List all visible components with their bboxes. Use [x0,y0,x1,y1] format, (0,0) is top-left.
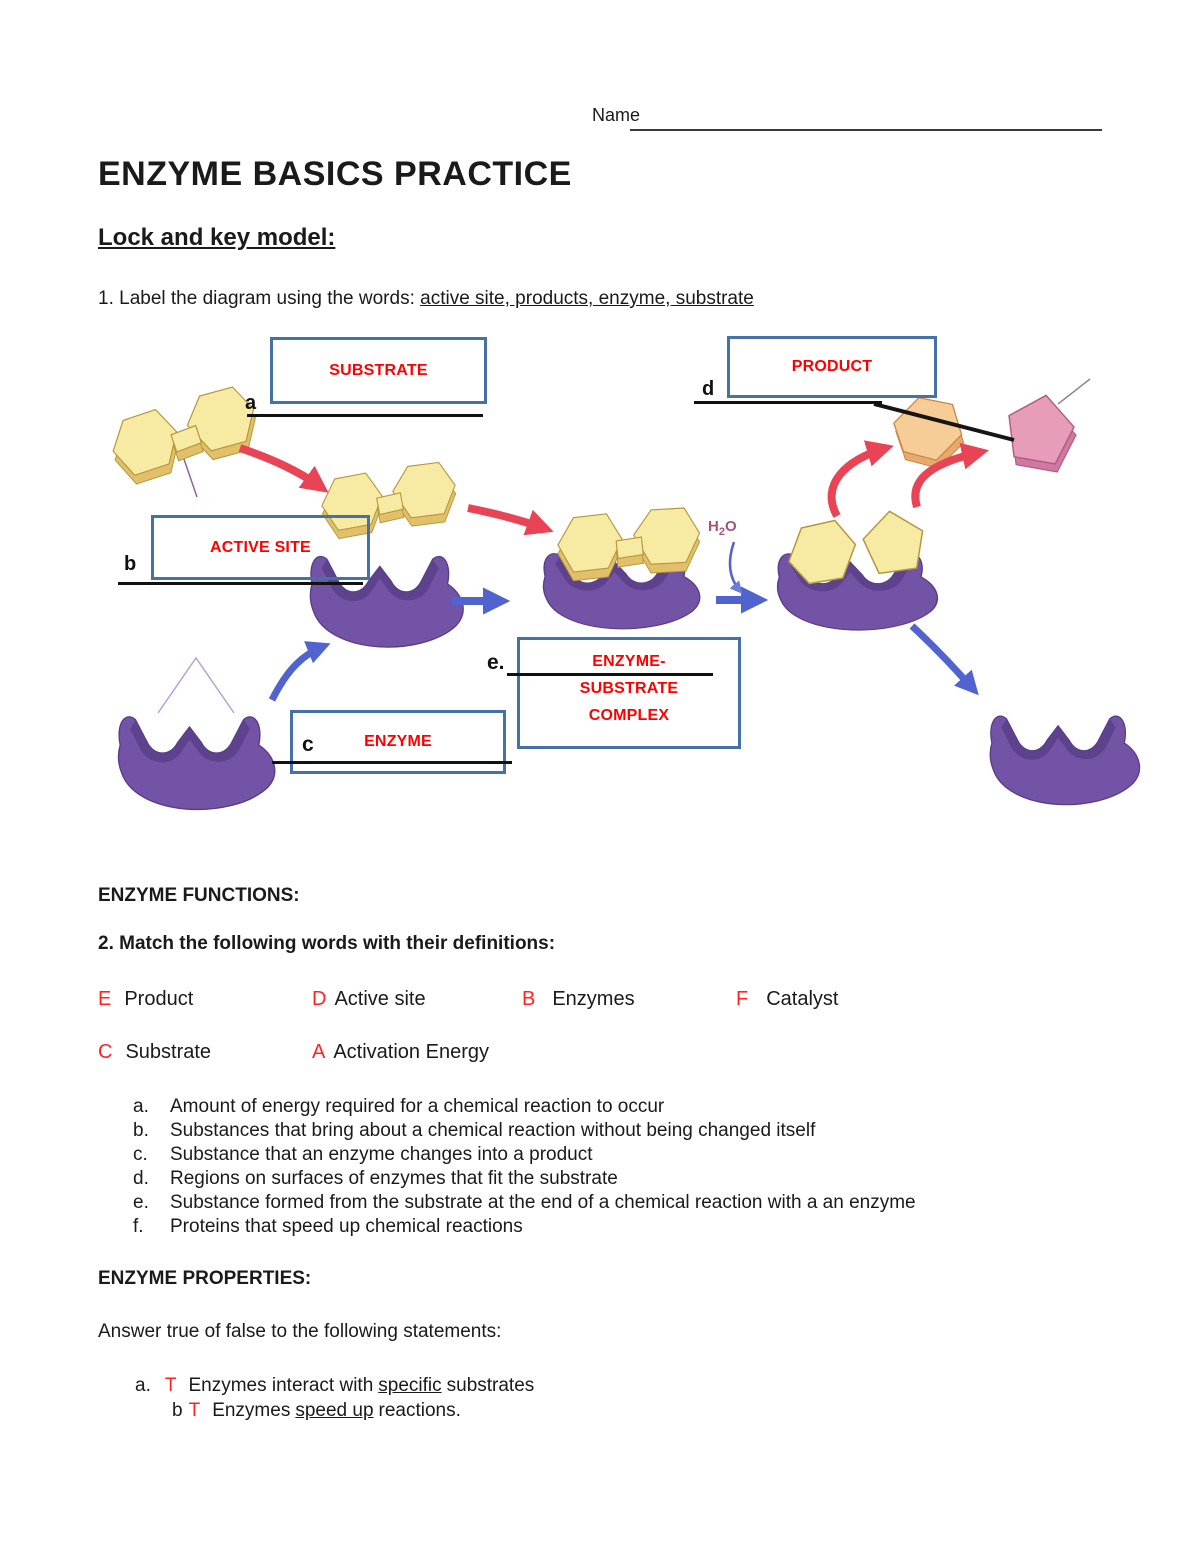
question-1-text: 1. Label the diagram using the words: [98,288,421,309]
product-hexagon [885,388,973,476]
match-term: Enzymes [552,988,635,1010]
statement-underlined-word: specific [378,1375,442,1396]
blank-letter-b: b [124,553,137,575]
label-box-substrate: SUBSTRATE [270,337,487,404]
match-answer: F [736,988,749,1010]
statement-text: Enzymes [212,1400,291,1421]
definition-letter: f. [133,1216,144,1237]
definition-a: a. Amount of energy required for a chemic… [133,1096,664,1118]
water-label: H2O [708,518,737,538]
page-title: ENZYME BASICS PRACTICE [98,155,572,193]
match-product: E Product [98,988,193,1011]
statement-text: reactions. [378,1400,461,1421]
name-blank-line [630,129,1102,131]
pointer-lines [157,656,235,714]
definition-text: Proteins that speed up chemical reaction… [170,1216,523,1237]
progression-arrows-blue [268,541,979,702]
definition-letter: e. [133,1192,149,1213]
enzyme-shape [989,715,1141,806]
complex-label-line2: SUBSTRATE [579,680,679,697]
question-1-word-bank: active site, products, enzyme, substrate [420,288,754,309]
lock-and-key-diagram [104,378,1141,811]
statement-text: Enzymes interact with [188,1375,374,1396]
substrate-molecule [104,383,265,489]
water-subscript: 2 [718,526,725,538]
match-term: Product [124,988,194,1010]
match-answer: C [98,1041,113,1063]
definition-d: d. Regions on surfaces of enzymes that fi… [133,1168,618,1190]
definition-letter: a. [133,1096,149,1117]
bound-substrate [557,507,701,582]
match-term: Active site [334,988,426,1010]
label-box-product: PRODUCT [727,336,937,398]
blank-line-c [272,761,512,764]
blank-line-b [118,582,363,585]
match-term: Catalyst [766,988,839,1010]
name-label: Name [592,105,641,125]
definition-text: Substance that an enzyme changes into a … [170,1144,593,1165]
water-h: H [708,518,719,535]
statement-answer: T [164,1375,177,1396]
label-box-enzyme: ENZYME [290,710,506,774]
definition-letter: b. [133,1120,149,1141]
label-d-pointer-line [873,402,1015,442]
definition-b: b. Substances that bring about a chemical… [133,1120,815,1142]
match-answer: D [312,988,327,1010]
question-1: 1. Label the diagram using the words: ac… [98,288,754,310]
blank-line-a [247,414,483,417]
match-term: Substrate [125,1041,212,1063]
blank-letter-e: e. [487,651,505,674]
match-answer: E [98,988,112,1010]
water-arrow [728,541,743,594]
statement-underlined-word: speed up [295,1400,374,1421]
complex-label-line3: COMPLEX [588,707,670,724]
enzyme-shape [117,716,276,811]
match-activation-energy: A Activation Energy [312,1041,489,1064]
definition-c: c. Substance that an enzyme changes into … [133,1144,593,1166]
match-enzymes: B Enzymes [522,988,635,1011]
blank-letter-d: d [702,378,715,400]
match-substrate: C Substrate [98,1041,211,1064]
definition-f: f. Proteins that speed up chemical reacti… [133,1216,523,1238]
blank-line-e [507,673,713,676]
definition-text: Amount of energy required for a chemical… [170,1096,665,1117]
blank-letter-a: a [245,392,257,414]
blank-letter-c: c [302,733,314,756]
definition-letter: d. [133,1168,149,1189]
statement-prefix: b [172,1400,183,1421]
product-pentagon [1001,378,1091,475]
question-2: 2. Match the following words with their … [98,933,556,954]
definition-text: Regions on surfaces of enzymes that fit … [170,1168,618,1189]
match-catalyst: F Catalyst [736,988,838,1011]
match-term: Activation Energy [333,1041,489,1063]
properties-intro: Answer true of false to the following st… [98,1321,502,1342]
match-active-site: D Active site [312,988,426,1011]
section-heading-lock-and-key: Lock and key model: [98,224,336,251]
label-box-active-site: ACTIVE SITE [151,515,370,580]
functions-heading: ENZYME FUNCTIONS: [98,885,300,906]
statement-prefix: a. [135,1375,151,1396]
statement-text: substrates [446,1375,535,1396]
match-answer: A [312,1041,326,1063]
definition-e: e. Substance formed from the substrate at… [133,1192,916,1214]
reaction-arrows-red [238,440,989,536]
definition-text: Substances that bring about a chemical r… [170,1120,816,1141]
water-o: O [724,518,737,535]
match-answer: B [522,988,536,1010]
definition-text: Substance formed from the substrate at t… [170,1192,916,1213]
statement-answer: T [188,1400,201,1421]
complex-label-line1: ENZYME- [592,653,666,670]
definition-letter: c. [133,1144,148,1165]
properties-heading: ENZYME PROPERTIES: [98,1268,312,1289]
label-box-enzyme-substrate-complex: ENZYME- SUBSTRATE COMPLEX [517,637,741,749]
blank-line-d [694,401,882,404]
